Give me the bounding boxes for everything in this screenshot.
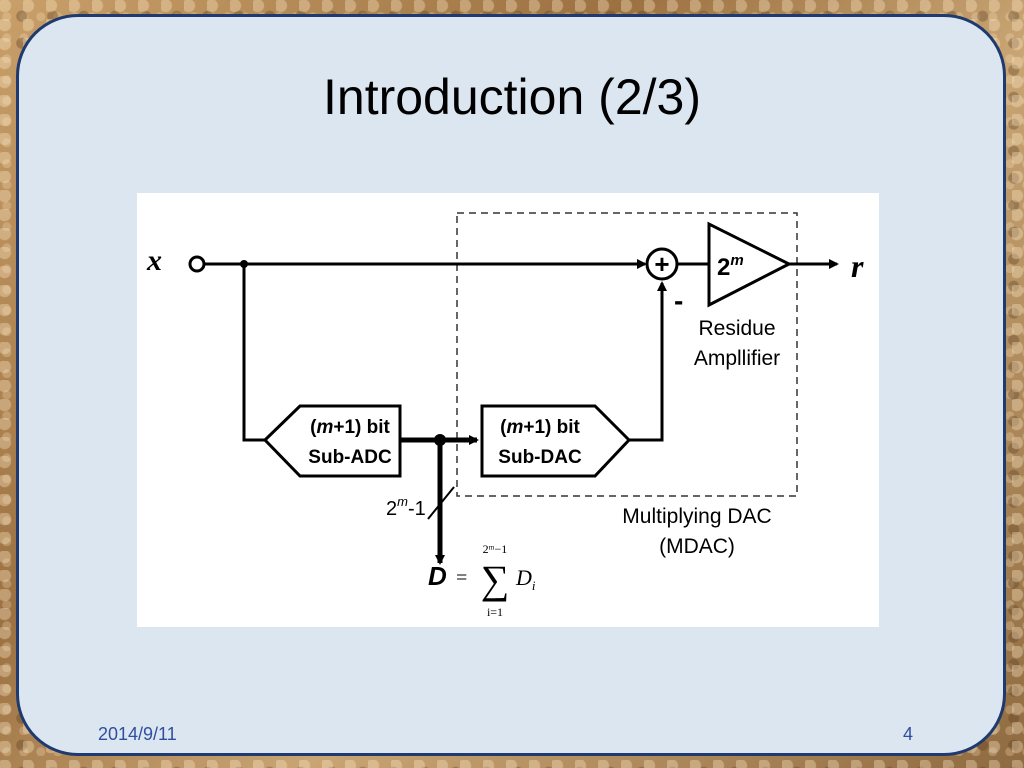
bus-width-slash — [427, 486, 455, 520]
sub-adc-line2: Sub-ADC — [308, 447, 392, 468]
bus-width-label: 2m-1 — [386, 494, 426, 520]
sub-dac-block — [480, 404, 632, 478]
diagram-svg: x + - 2m r Residue Ampllifier (m+1) bit … — [146, 212, 864, 619]
amplifier-caption-line1: Residue — [698, 317, 775, 340]
sub-adc-line1: (m+1) bit — [310, 417, 390, 438]
page-number: 4 — [903, 724, 914, 744]
equation-equals: = — [456, 567, 467, 589]
input-terminal — [188, 255, 206, 273]
sum-lower-limit: i=1 — [487, 605, 503, 619]
signal-line-dac-summer — [629, 281, 667, 442]
sub-dac-line2: Sub-DAC — [498, 447, 582, 468]
residue-amplifier — [707, 221, 793, 308]
output-d-label: D — [428, 561, 447, 591]
amplifier-caption-line2: Ampllifier — [694, 347, 780, 370]
slide-title: Introduction (2/3) — [323, 69, 701, 125]
footer-date: 2014/9/11 — [98, 724, 177, 744]
sum-term: Di — [515, 565, 536, 593]
signal-line-to-adc — [242, 264, 265, 442]
summer-minus: - — [674, 285, 683, 316]
mdac-boundary — [456, 212, 798, 497]
sub-dac-line1: (m+1) bit — [500, 417, 580, 438]
pipeline-stage-diagram: x + - 2m r Residue Ampllifier (m+1) bit … — [137, 193, 879, 627]
input-label: x — [146, 244, 162, 277]
output-label: r — [851, 248, 864, 284]
amplifier-gain: 2m — [717, 252, 744, 281]
sum-symbol: ∑ — [481, 557, 510, 602]
sum-upper-limit: 2ᵐ−1 — [483, 542, 508, 556]
mdac-caption-line1: Multiplying DAC — [622, 505, 771, 528]
summer-plus: + — [654, 249, 669, 279]
mdac-caption-line2: (MDAC) — [659, 535, 735, 558]
